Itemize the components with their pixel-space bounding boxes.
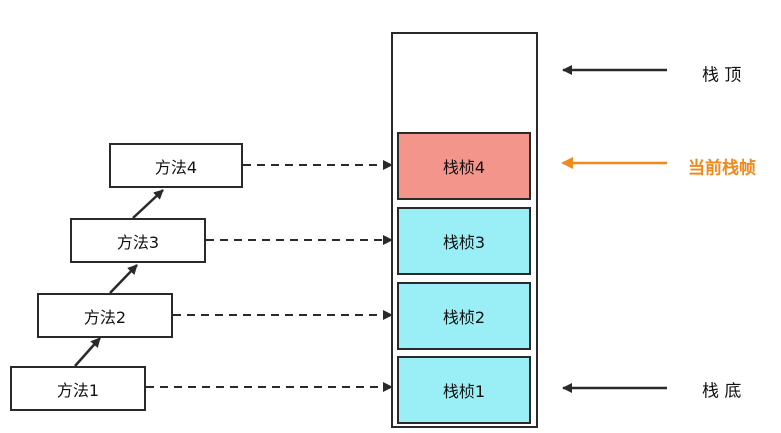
current-frame-label: 当前栈帧 [688, 158, 756, 179]
method-label-4: 方法4 [154, 157, 198, 177]
method-label-1: 方法1 [56, 380, 100, 400]
stack-bottom-label: 栈 底 [702, 381, 742, 402]
stack-frame-2: 栈桢2 [397, 282, 531, 350]
method-box-3: 方法3 [70, 218, 206, 263]
method-box-4: 方法4 [109, 143, 243, 188]
call-arrow-2-3 [109, 264, 138, 294]
method-label-3: 方法3 [116, 232, 160, 252]
call-arrow-1-2 [74, 337, 101, 367]
stack-frame-1: 栈桢1 [397, 356, 531, 424]
frame-label-1: 栈桢1 [442, 382, 486, 401]
method-box-2: 方法2 [37, 293, 173, 338]
method-label-2: 方法2 [83, 307, 127, 327]
stack-frame-3: 栈桢3 [397, 207, 531, 275]
stack-frame-4: 栈桢4 [397, 132, 531, 200]
method-box-1: 方法1 [10, 366, 146, 411]
call-arrow-3-4 [132, 189, 164, 219]
frame-label-3: 栈桢3 [442, 233, 486, 252]
frame-label-4: 栈桢4 [442, 158, 486, 177]
frame-label-2: 栈桢2 [442, 308, 486, 327]
stack-top-label: 栈 顶 [702, 65, 742, 86]
